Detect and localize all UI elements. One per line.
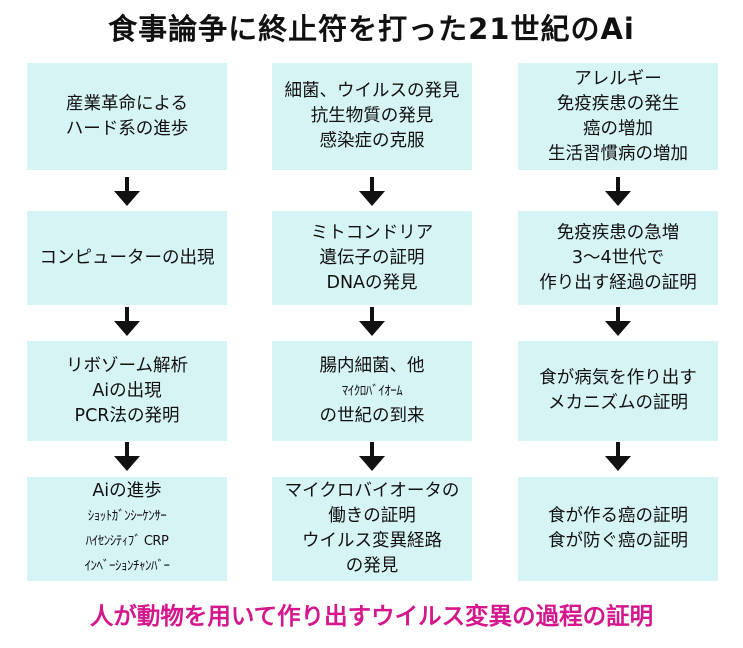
box-text: ﾏｲｸﾛﾊﾞｲｵｰﾑ (341, 383, 403, 399)
box-text: ウイルス変異経路 (302, 531, 442, 551)
box-text: DNAの発見 (326, 272, 418, 293)
arrow-down-icon (114, 177, 140, 206)
box-text: マイクロバイオータの (284, 481, 460, 501)
box-3-4: 食が作る癌の証明 食が防ぐ癌の証明 (518, 477, 718, 581)
box-text: 感染症の克服 (319, 131, 425, 151)
box-text: 免疫疾患の急増 (556, 222, 680, 243)
arrow-down-icon (114, 307, 140, 336)
box-text: メカニズムの証明 (548, 393, 688, 413)
box-2-2: ミトコンドリア 遺伝子の証明 DNAの発見 (272, 211, 472, 305)
page-title: 食事論争に終止符を打った21世紀のAi (108, 12, 635, 46)
box-3-1: アレルギー 免疫疾患の発生 癌の増加 生活習慣病の増加 (518, 63, 718, 170)
arrow-down-icon (359, 177, 385, 206)
box-3-3: 食が病気を作り出す メカニズムの証明 (518, 341, 718, 441)
box-text: リボゾーム解析 (66, 355, 188, 376)
box-text: の世紀の到来 (319, 405, 425, 426)
box-text: 働きの証明 (328, 506, 416, 526)
box-text: ｲﾝﾍﾞｰｼｮﾝﾁｬﾝﾊﾞｰ (84, 559, 171, 574)
arrow-down-icon (359, 307, 385, 336)
box-text: Aiの出現 (92, 380, 162, 401)
box-text: 遺伝子の証明 (319, 247, 425, 268)
box-text: 癌の増加 (583, 118, 653, 139)
footer-statement: 人が動物を用いて作り出すウイルス変異の過程の証明 (89, 602, 654, 630)
box-1-3: リボゾーム解析 Aiの出現 PCR法の発明 (27, 341, 227, 441)
box-text: 3～4世代で (571, 247, 665, 268)
box-text: 生活習慣病の増加 (548, 143, 688, 164)
box-text: ハード系の進歩 (65, 118, 189, 139)
box-text: Aiの進歩 (92, 481, 162, 501)
box-text: 細菌、ウイルスの発見 (284, 81, 460, 101)
box-2-3: 腸内細菌、他 ﾏｲｸﾛﾊﾞｲｵｰﾑ の世紀の到来 (272, 341, 472, 441)
box-text: コンピューターの出現 (39, 247, 215, 268)
box-text: 産業革命による (66, 93, 188, 114)
box-text: 腸内細菌、他 (319, 355, 425, 376)
box-text: の発見 (345, 556, 399, 576)
arrow-down-icon (605, 442, 631, 471)
box-3-2: 免疫疾患の急増 3～4世代で 作り出す経過の証明 (518, 211, 718, 305)
box-2-1: 細菌、ウイルスの発見 抗生物質の発見 感染症の克服 (272, 63, 472, 170)
box-text: 食が防ぐ癌の証明 (548, 531, 688, 551)
box-text: ミトコンドリア (310, 222, 434, 243)
box-text: 免疫疾患の発生 (556, 93, 680, 114)
box-1-2: コンピューターの出現 (27, 211, 227, 305)
arrow-down-icon (359, 442, 385, 471)
box-text: ｼｮｯﾄｶﾞﾝｼｰｹﾝｻｰ (87, 509, 167, 524)
box-text: ﾊｲｾﾝｼﾃｨﾌﾞ CRP (85, 534, 169, 549)
box-text: 食が作る癌の証明 (548, 506, 688, 526)
box-text: 抗生物質の発見 (310, 106, 434, 126)
arrow-down-icon (605, 307, 631, 336)
box-text: 食が病気を作り出す (539, 368, 697, 388)
arrow-down-icon (114, 442, 140, 471)
box-text: 作り出す経過の証明 (539, 272, 697, 293)
box-2-4: マイクロバイオータの 働きの証明 ウイルス変異経路 の発見 (272, 477, 472, 581)
arrow-down-icon (605, 177, 631, 206)
box-1-4: Aiの進歩 ｼｮｯﾄｶﾞﾝｼｰｹﾝｻｰ ﾊｲｾﾝｼﾃｨﾌﾞ CRP ｲﾝﾍﾞｰｼ… (27, 477, 227, 581)
box-1-1: 産業革命による ハード系の進歩 (27, 63, 227, 170)
box-text: アレルギー (574, 68, 662, 89)
box-text: PCR法の発明 (74, 405, 180, 426)
